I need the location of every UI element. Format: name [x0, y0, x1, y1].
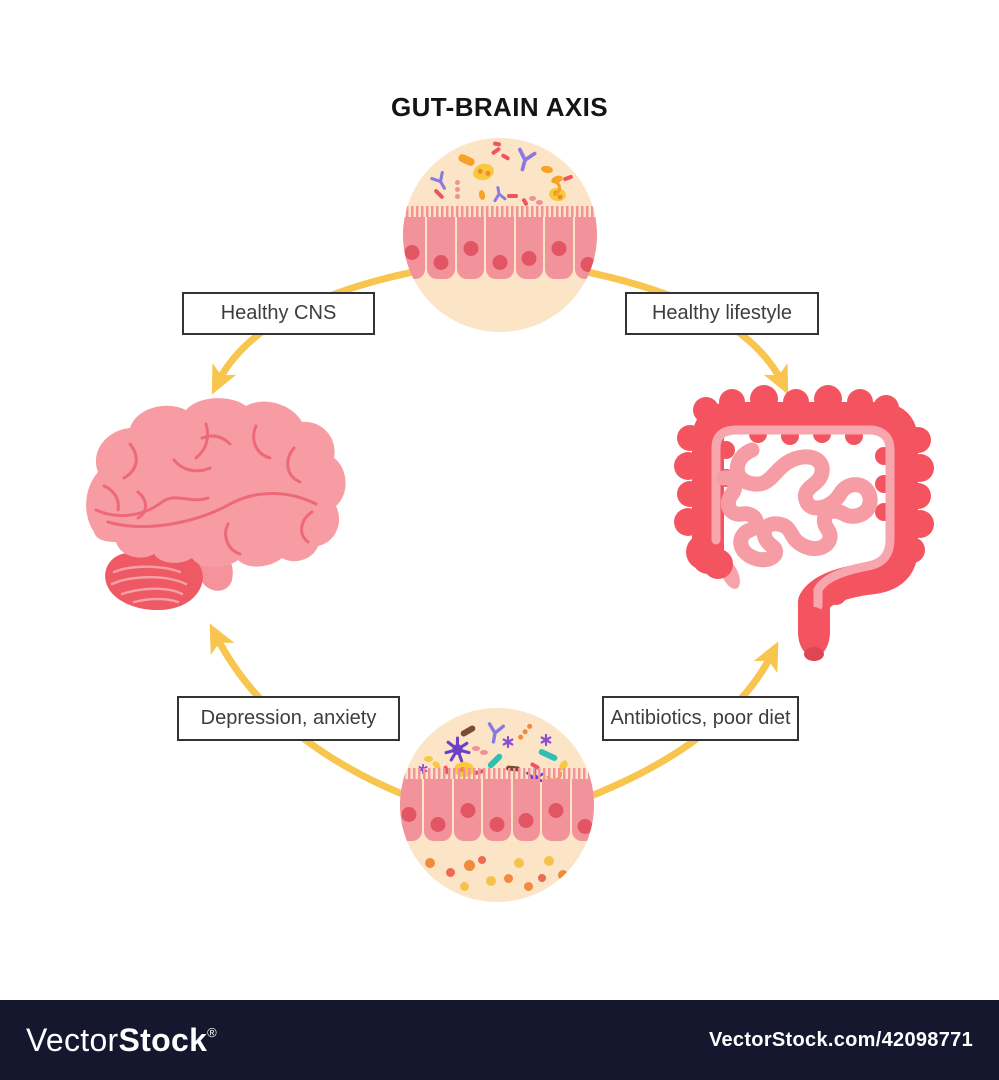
- bacteria-oval-icon: [536, 200, 543, 205]
- bacteria-rod-icon: [492, 141, 502, 147]
- antibiotics-poor-diet-label: Antibiotics, poor diet: [610, 707, 791, 729]
- inflammation-dot: [464, 860, 475, 871]
- bacteria-oval-icon: [540, 165, 554, 174]
- inflammation-dot: [544, 856, 554, 866]
- inflammation-dot: [460, 882, 469, 891]
- epithelial-cell: [571, 779, 594, 841]
- vectorstock-logo: VectorStock®: [26, 1021, 218, 1058]
- epithelial-cell: [483, 779, 511, 841]
- depression-anxiety-label: Depression, anxiety: [200, 707, 377, 729]
- bacteria-oval-icon: [424, 756, 433, 762]
- bacteria-chain-icon: [516, 722, 534, 742]
- epithelial-cell: [456, 217, 485, 279]
- bacteria-oval-icon: [529, 196, 536, 201]
- disturbed-gut-microbiome-circle: [400, 708, 594, 902]
- epithelial-cell: [545, 217, 573, 279]
- small-intestine: [716, 442, 878, 568]
- epithelial-cell: [515, 217, 544, 279]
- inflammation-dot: [514, 858, 524, 868]
- page-title: GUT-BRAIN AXIS: [391, 92, 608, 122]
- bacteria-chain-icon: [455, 180, 460, 201]
- vectorstock-url: VectorStock.com/42098771: [708, 1028, 973, 1051]
- brain-sulci: [94, 422, 318, 556]
- watermark-bar: VectorStock® VectorStock.com/42098771: [0, 1000, 999, 1080]
- inflammation-dot: [538, 874, 546, 882]
- bacteria-rod-icon: [486, 752, 504, 770]
- intestine-illustration: [674, 385, 934, 661]
- bacteria-rod-icon: [500, 153, 511, 161]
- antibody-icon: [487, 722, 505, 744]
- microbe-flower-icon: [540, 734, 552, 746]
- bacteria-rod-icon: [537, 748, 559, 762]
- epithelial-cell: [403, 217, 426, 279]
- epithelial-cell: [574, 217, 597, 279]
- virus-icon: [444, 736, 471, 763]
- antibiotics-poor-diet-label-box: Antibiotics, poor diet: [602, 696, 799, 741]
- microbe-cell-icon: [471, 161, 496, 183]
- registered-mark: ®: [207, 1024, 218, 1040]
- inflammation-dot: [558, 870, 568, 880]
- antibody-icon: [493, 186, 507, 203]
- rectum: [798, 607, 830, 657]
- inflammation-dot: [524, 882, 533, 891]
- antibody-icon: [430, 170, 446, 190]
- cerebellum: [105, 549, 203, 611]
- inflammation-dot: [478, 856, 486, 864]
- bacteria-rod-icon: [490, 146, 502, 156]
- inflammation-dot: [486, 876, 496, 886]
- colon-inner-highlight: [711, 425, 895, 611]
- microvilli: [400, 768, 594, 779]
- bacteria-rod-icon: [562, 174, 574, 182]
- bacteria-oval-icon: [478, 189, 486, 201]
- healthy-gut-microbiome-circle: [403, 138, 597, 332]
- cerebellum-folds: [110, 565, 188, 604]
- bacteria-oval-icon: [472, 746, 480, 751]
- epithelial-cell: [542, 779, 570, 841]
- bacteria-rod-icon: [507, 194, 518, 198]
- epithelial-cell: [512, 779, 541, 841]
- bacteria-rod-icon: [457, 152, 476, 168]
- intestinal-epithelium: [400, 779, 594, 841]
- healthy-lifestyle-label-box: Healthy lifestyle: [625, 292, 819, 335]
- bacteria-oval-icon: [480, 750, 488, 755]
- epithelial-cell: [400, 779, 423, 841]
- anus: [804, 647, 824, 661]
- epithelial-cell: [427, 217, 455, 279]
- inflammation-dot: [504, 874, 513, 883]
- brain-illustration: [86, 398, 346, 611]
- inflammation-dot: [446, 868, 455, 877]
- epithelial-cell: [486, 217, 514, 279]
- healthy-cns-label: Healthy CNS: [220, 302, 337, 324]
- depression-anxiety-label-box: Depression, anxiety: [177, 696, 400, 741]
- intestinal-epithelium: [403, 217, 597, 279]
- inflammation-dot: [425, 858, 435, 868]
- healthy-cns-label-box: Healthy CNS: [182, 292, 375, 335]
- healthy-lifestyle-label: Healthy lifestyle: [651, 302, 793, 324]
- antibody-icon: [518, 147, 537, 172]
- microbe-flower-icon: [502, 736, 514, 748]
- epithelial-cell: [453, 779, 482, 841]
- epithelial-cell: [424, 779, 452, 841]
- microvilli: [403, 206, 597, 217]
